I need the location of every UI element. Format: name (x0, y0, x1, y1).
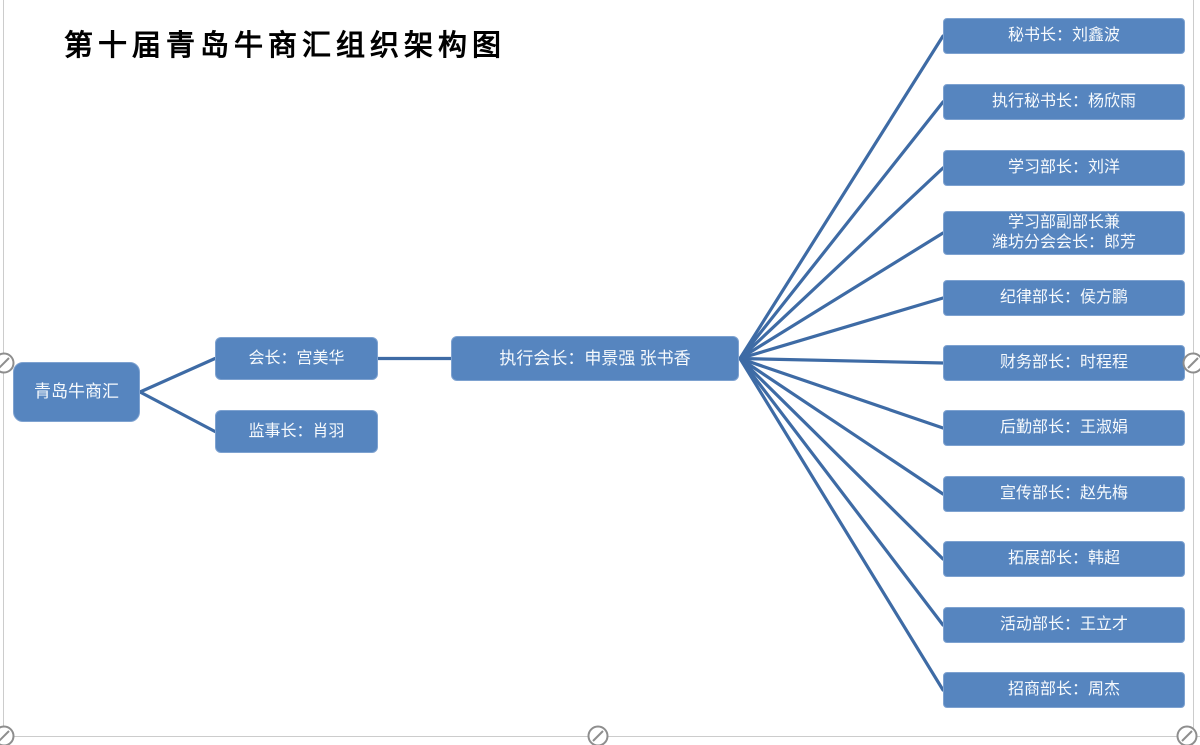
node-president[interactable]: 会长：宫美华 (215, 337, 378, 380)
node-department-logistics[interactable]: 后勤部长：王淑娟 (943, 410, 1185, 446)
resize-handle-bottom-right[interactable] (1175, 724, 1199, 745)
node-department-expansion[interactable]: 拓展部长：韩超 (943, 541, 1185, 577)
node-exec-president[interactable]: 执行会长：申景强 张书香 (451, 336, 739, 381)
resize-handle-bottom-left[interactable] (0, 724, 16, 745)
page-title: 第十届青岛牛商汇组织架构图 (64, 30, 507, 62)
resize-handle-bottom-center[interactable] (586, 724, 610, 745)
node-department-secretary[interactable]: 秘书长：刘鑫波 (943, 18, 1185, 54)
node-supervisor[interactable]: 监事长：肖羽 (215, 410, 378, 453)
node-department-study[interactable]: 学习部长：刘洋 (943, 150, 1185, 186)
node-root[interactable]: 青岛牛商汇 (13, 362, 140, 422)
resize-handle-left[interactable] (0, 351, 16, 375)
node-department-discipline[interactable]: 纪律部长：侯方鹏 (943, 280, 1185, 316)
node-department-exec-secretary[interactable]: 执行秘书长：杨欣雨 (943, 84, 1185, 120)
node-department-finance[interactable]: 财务部长：时程程 (943, 345, 1185, 381)
node-department-publicity[interactable]: 宣传部长：赵先梅 (943, 476, 1185, 512)
node-department-investment[interactable]: 招商部长：周杰 (943, 672, 1185, 708)
node-department-study-deputy[interactable]: 学习部副部长兼 潍坊分会会长：郎芳 (943, 211, 1185, 255)
node-department-activity[interactable]: 活动部长：王立才 (943, 607, 1185, 643)
resize-handle-right[interactable] (1181, 351, 1200, 375)
